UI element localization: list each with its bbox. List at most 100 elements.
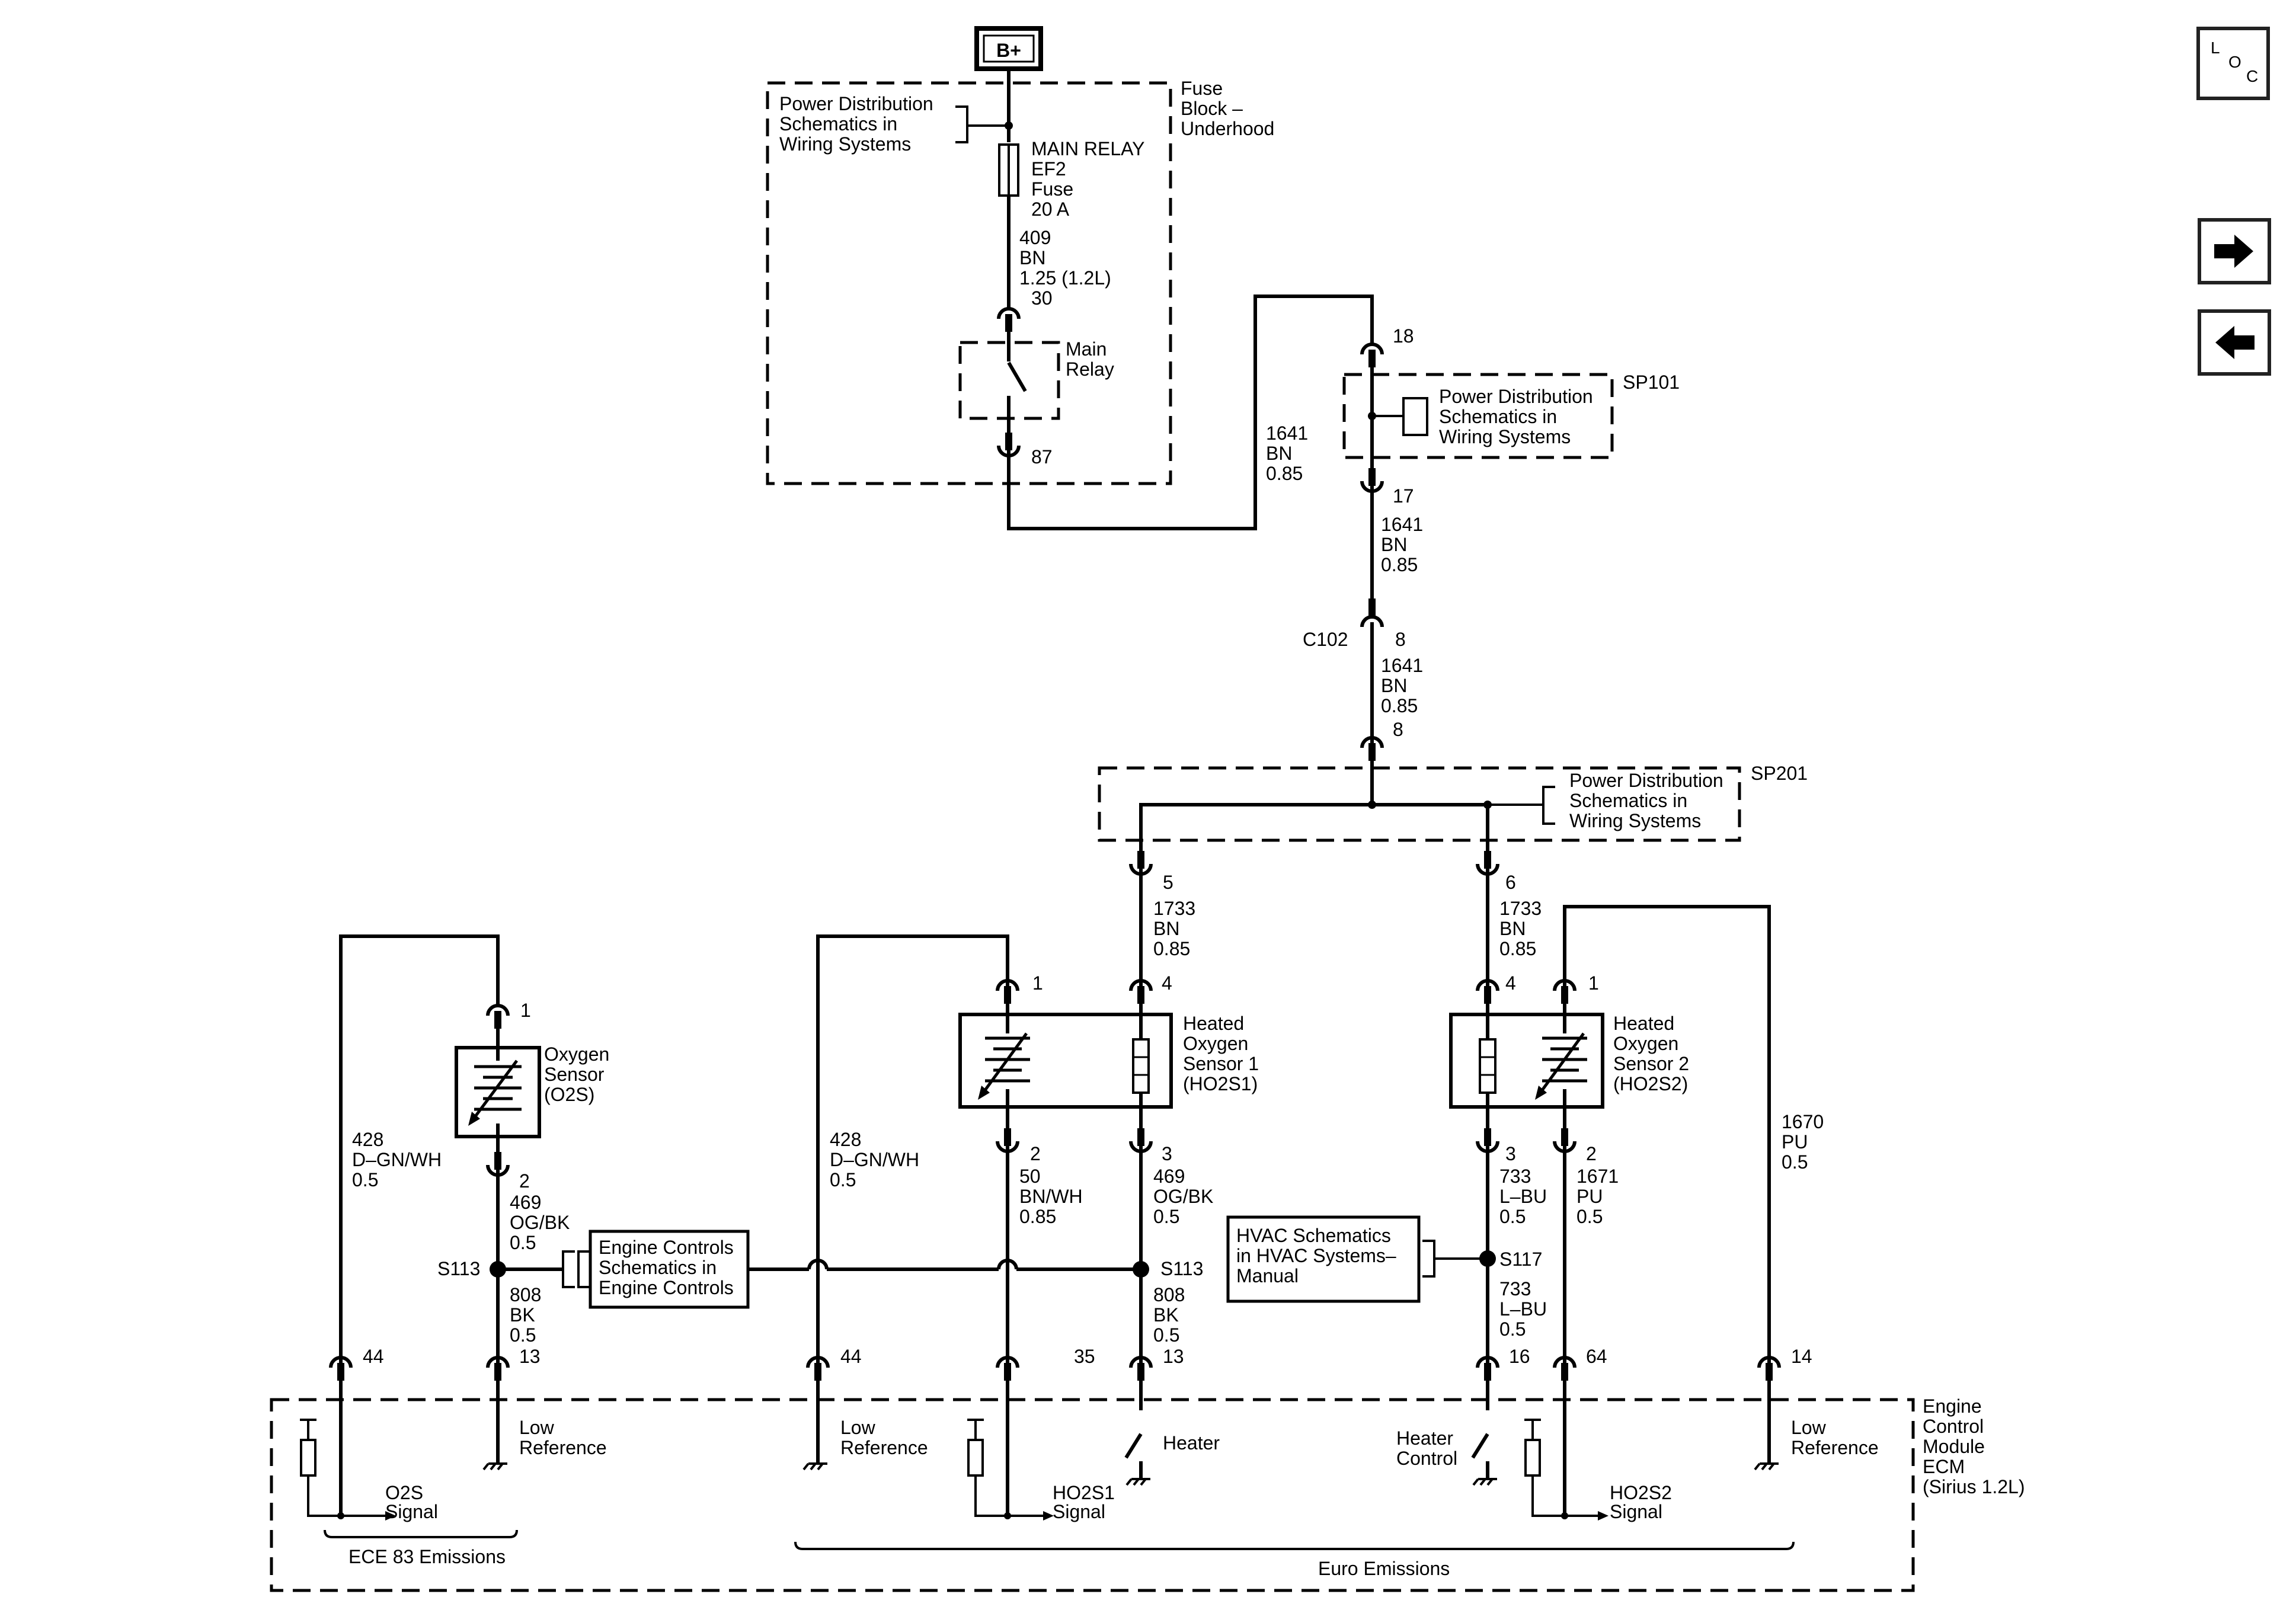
wire-1671-color: PU <box>1576 1186 1603 1207</box>
main-relay[interactable] <box>958 332 1060 433</box>
wire-1733-right-circuit: 1733 <box>1499 898 1542 919</box>
wire-1641-c-label: 1641 BN 0.85 <box>1381 655 1423 716</box>
wire-428-mid-circuit: 428 <box>830 1129 861 1150</box>
wire-1670-label: 1670 PU 0.5 <box>1782 1111 1824 1173</box>
sp101-ref[interactable]: Power Distribution Schematics in Wiring … <box>1415 386 1593 447</box>
wire-733-b-label: 733 L–BU 0.5 <box>1499 1278 1547 1340</box>
hvac-ref-line1: HVAC Schematics <box>1236 1225 1391 1246</box>
o2s-pin-2: 2 <box>519 1170 530 1192</box>
ece-emissions-label: ECE 83 Emissions <box>348 1546 506 1567</box>
ece-emissions-bracket <box>324 1529 518 1538</box>
wire-1670-size: 0.5 <box>1782 1151 1808 1173</box>
pd-ref-top-line1: Power Distribution <box>779 93 933 114</box>
engine-controls-ref[interactable]: Engine Controls Schematics in Engine Con… <box>562 1230 750 1309</box>
c102-pin: 8 <box>1395 629 1406 650</box>
wire-1641-a-size: 0.85 <box>1266 463 1303 484</box>
ho2s2-label-line1: Heated <box>1613 1013 1674 1034</box>
ho2s2-pin-1: 1 <box>1588 972 1599 994</box>
ecm-label-line5: (Sirius 1.2L) <box>1923 1476 2025 1497</box>
sp101-ref-line1: Power Distribution <box>1439 386 1593 407</box>
loc-letter-l: L <box>2211 39 2220 57</box>
relay-label-line2: Relay <box>1066 359 1114 380</box>
wire-469-left-circuit: 469 <box>510 1192 541 1213</box>
sp101-splice-pack[interactable] <box>1342 367 1614 468</box>
previous-page-button[interactable] <box>2198 309 2271 376</box>
hvac-ref-line2: in HVAC Systems– <box>1236 1245 1396 1266</box>
ground-heater-icon <box>1125 1478 1152 1486</box>
sp201-ref-line3: Wiring Systems <box>1569 810 1701 831</box>
low-ref-3-line2: Reference <box>1791 1437 1879 1458</box>
ground-low-ref-2-icon <box>802 1462 829 1471</box>
ho2s2-pin-4: 4 <box>1505 972 1516 994</box>
wire-733-b-size: 0.5 <box>1499 1318 1526 1340</box>
wire-1733-left-color: BN <box>1153 918 1179 939</box>
wire-1641-b-size: 0.85 <box>1381 554 1418 575</box>
ecm-pin-44a: 44 <box>363 1346 384 1367</box>
heated-oxygen-sensor-1[interactable] <box>958 1004 1173 1131</box>
ho2s2-label-line3: Sensor 2 <box>1613 1053 1689 1074</box>
wire-1670-color: PU <box>1782 1131 1808 1153</box>
s117-label: S117 <box>1499 1249 1542 1270</box>
wire-50-size: 0.85 <box>1019 1206 1056 1227</box>
wire-733-a-color: L–BU <box>1499 1186 1547 1207</box>
sp201-ref[interactable]: Power Distribution Schematics in Wiring … <box>1569 770 1723 831</box>
sp201-splice-pack[interactable] <box>1098 761 1741 853</box>
sp201-ref-line2: Schematics in <box>1569 790 1687 811</box>
next-page-button[interactable] <box>2198 218 2271 284</box>
ho2s1-pin-1: 1 <box>1032 972 1043 994</box>
euro-emissions-bracket <box>794 1541 1795 1550</box>
power-distribution-ref-top[interactable]: Power Distribution Schematics in Wiring … <box>779 93 1013 155</box>
hvac-ref-line3: Manual <box>1236 1265 1299 1286</box>
location-button[interactable]: L O C <box>2196 27 2270 100</box>
splice-s113-right <box>1133 1261 1149 1278</box>
fuse-block-underhood-outline <box>766 81 1172 485</box>
wire-428-left-size: 0.5 <box>352 1169 378 1190</box>
ho2s2-label-line4: (HO2S2) <box>1613 1073 1688 1094</box>
loc-letter-c: C <box>2246 67 2259 85</box>
wire-1733-right-label: 1733 BN 0.85 <box>1499 898 1542 959</box>
loc-letter-o: O <box>2228 53 2241 71</box>
ground-heater-control-icon <box>1472 1478 1498 1486</box>
wire-808-left-circuit: 808 <box>510 1284 541 1305</box>
wire-428-left-color: D–GN/WH <box>352 1149 442 1170</box>
ecm-label-line4: ECM <box>1923 1456 1965 1477</box>
wire-1641-b-color: BN <box>1381 534 1407 555</box>
wire-409-color: BN <box>1019 247 1045 268</box>
ho2s2-signal-circuit <box>1524 1381 1609 1521</box>
ho2s1-signal-line1: HO2S1 <box>1053 1482 1115 1503</box>
main-relay-fuse <box>998 143 1019 197</box>
sp101-pin-18: 18 <box>1393 325 1414 347</box>
wire-50-circuit: 50 <box>1019 1166 1041 1187</box>
sp101-pin-18-connector <box>1362 344 1382 367</box>
ho2s1-signal-circuit <box>967 1381 1054 1521</box>
relay-pin-30-connector <box>999 309 1019 332</box>
ecm-pin-16: 16 <box>1509 1346 1530 1367</box>
oxygen-sensor-o2s[interactable] <box>455 1029 541 1156</box>
wire-428-mid-label: 428 D–GN/WH 0.5 <box>830 1129 919 1190</box>
wire-808-mid-circuit: 808 <box>1153 1284 1185 1305</box>
wire-733-a-size: 0.5 <box>1499 1206 1526 1227</box>
fuse-label-line1: MAIN RELAY <box>1031 138 1144 159</box>
fuse-block-line3: Underhood <box>1181 118 1274 139</box>
ecm-pin-44b: 44 <box>840 1346 862 1367</box>
ecm-pin-13b: 13 <box>1163 1346 1184 1367</box>
wire-50-label: 50 BN/WH 0.85 <box>1019 1166 1083 1227</box>
fuse-label: MAIN RELAY EF2 Fuse 20 A <box>1031 138 1144 220</box>
o2s-label: Oxygen Sensor (O2S) <box>544 1044 609 1105</box>
o2s-label-line3: (O2S) <box>544 1084 594 1105</box>
o2s-signal-line2: Signal <box>385 1501 438 1522</box>
ho2s1-signal-line2: Signal <box>1053 1501 1105 1522</box>
engine-ref-line3: Engine Controls <box>599 1277 734 1298</box>
connector-c102[interactable] <box>1360 598 1384 628</box>
wire-469-mid-color: OG/BK <box>1153 1186 1213 1207</box>
pd-ref-top-line3: Wiring Systems <box>779 133 911 155</box>
ho2s2-label-line2: Oxygen <box>1613 1033 1678 1054</box>
ho2s1-label-line3: Sensor 1 <box>1183 1053 1259 1074</box>
hvac-ref[interactable]: HVAC Schematics in HVAC Systems– Manual <box>1226 1215 1488 1303</box>
sp201-label: SP201 <box>1751 763 1808 784</box>
heated-oxygen-sensor-2[interactable] <box>1449 1004 1604 1131</box>
wire-428-mid-color: D–GN/WH <box>830 1149 919 1170</box>
wire-469-left-color: OG/BK <box>510 1212 570 1233</box>
low-ref-2-line2: Reference <box>840 1437 928 1458</box>
ho2s1-pin-4: 4 <box>1162 972 1172 994</box>
